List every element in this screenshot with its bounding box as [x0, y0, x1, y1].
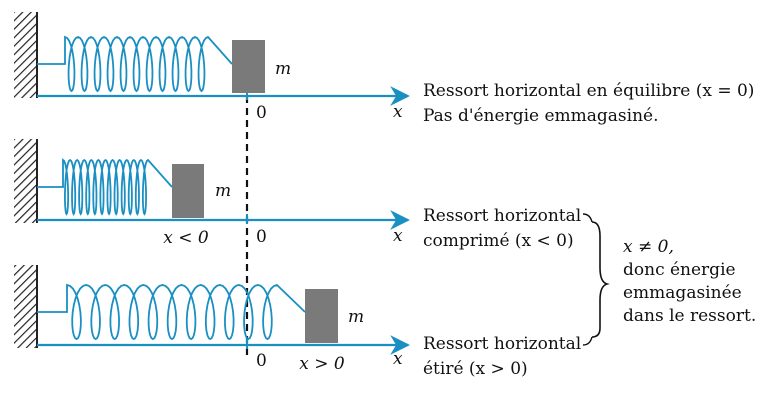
caption-line-2: étiré (x > 0)	[423, 359, 528, 379]
axis-label: x	[393, 349, 403, 369]
caption-line-2: comprimé (x < 0)	[423, 231, 574, 251]
origin-label: 0	[256, 103, 267, 123]
axis-label: x	[393, 226, 403, 246]
mass-label: m	[348, 307, 364, 327]
caption-connector-top	[582, 213, 593, 223]
mass-block	[305, 289, 338, 343]
caption-line-2: Pas d'énergie emmagasiné.	[423, 106, 659, 126]
mass-label: m	[275, 59, 291, 79]
origin-label: 0	[256, 351, 267, 371]
origin-label: 0	[256, 227, 267, 247]
wall	[14, 12, 36, 98]
spring	[37, 283, 306, 341]
mass-block	[232, 40, 265, 93]
caption-line-1: Ressort horizontal	[423, 206, 581, 226]
caption-line-1: Ressort horizontal en équilibre (x = 0)	[423, 81, 754, 101]
position-label: x < 0	[163, 228, 209, 248]
conclusion-line-1: x ≠ 0,	[623, 237, 674, 257]
wall	[14, 265, 36, 348]
curly-brace	[591, 221, 610, 338]
spring	[37, 158, 173, 216]
mass-block	[172, 164, 204, 218]
scene-stretched: m 0 x x > 0 Ressort horizontal étiré (x …	[14, 265, 581, 379]
caption-connector-bottom	[582, 336, 593, 346]
scene-equilibrium: m 0 x Ressort horizontal en équilibre (x…	[14, 12, 754, 126]
axis-label: x	[393, 102, 403, 122]
position-label: x > 0	[299, 354, 345, 374]
scene-compressed: m 0 x x < 0 Ressort horizontal comprimé …	[14, 139, 581, 251]
conclusion-line-4: dans le ressort.	[623, 306, 756, 326]
conclusion-line-2: donc énergie	[623, 260, 736, 280]
wall	[14, 139, 36, 223]
spring	[37, 35, 233, 93]
mass-label: m	[215, 181, 231, 201]
conclusion: x ≠ 0, donc énergie emmagasinée dans le …	[623, 237, 756, 326]
caption-line-1: Ressort horizontal	[423, 334, 581, 354]
conclusion-line-3: emmagasinée	[623, 283, 742, 303]
